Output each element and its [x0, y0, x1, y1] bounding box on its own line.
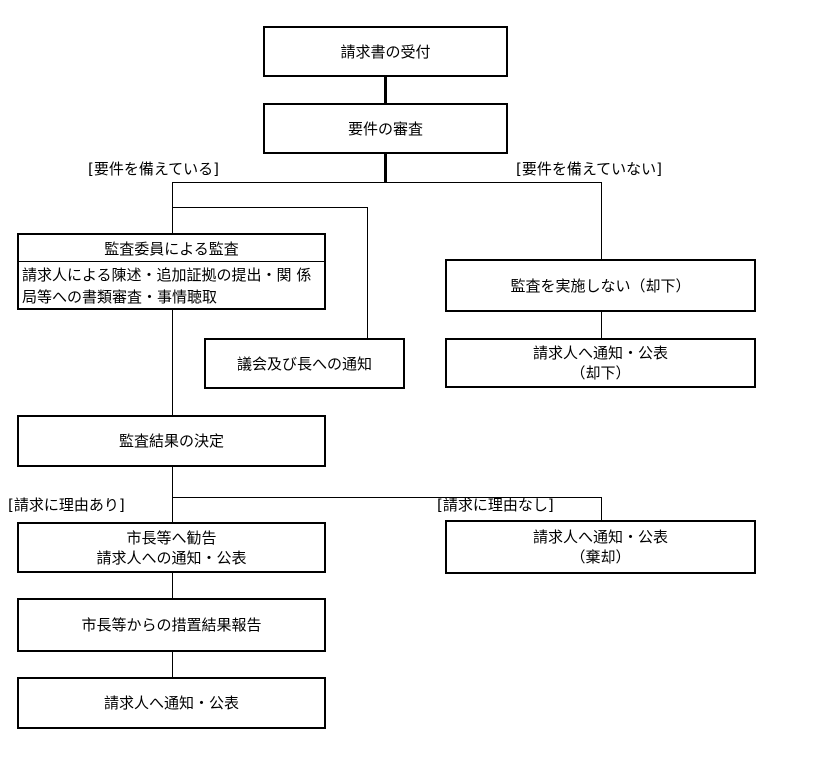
branch-label-claim-no-grounds: [請求に理由なし] — [437, 496, 554, 514]
connector-no-audit-to-notify — [601, 312, 602, 338]
connector-branch-assembly — [172, 207, 368, 208]
node-notify-claimant-dismissed-line2: （棄却） — [570, 548, 631, 566]
connector-review-down — [384, 154, 387, 183]
node-recommend-to-mayor-line1: 市長等へ勧告 — [126, 528, 217, 547]
node-mayor-action-report: 市長等からの措置結果報告 — [17, 598, 326, 652]
node-no-audit-rejected-label: 監査を実施しない（却下） — [510, 276, 691, 295]
connector-to-assembly-notice — [367, 207, 368, 338]
connector-report-to-notify-final — [172, 652, 173, 677]
connector-recommend-to-report — [172, 573, 173, 598]
node-assembly-mayor-notice: 議会及び長への通知 — [204, 338, 405, 389]
node-claim-receipt: 請求書の受付 — [263, 26, 508, 77]
node-recommend-to-mayor-line2: 請求人への通知・公表 — [96, 548, 247, 567]
connector-branch-grounds — [172, 497, 602, 498]
node-notify-claimant-rejected-line1: 請求人へ通知・公表 — [532, 344, 668, 362]
node-audit-detail-line1: 請求人による陳述・追加証拠の提出・関 — [22, 266, 292, 284]
connector-to-no-audit — [601, 182, 602, 259]
node-requirements-review: 要件の審査 — [263, 103, 508, 154]
node-no-audit-rejected: 監査を実施しない（却下） — [445, 259, 756, 312]
connector-to-notify-dismissal — [601, 497, 602, 520]
connector-receipt-to-review — [384, 77, 387, 103]
node-mayor-action-report-label: 市長等からの措置結果報告 — [81, 616, 262, 634]
branch-label-not-meets-requirements: [要件を備えていない] — [516, 160, 662, 178]
connector-decision-to-recommend — [172, 467, 173, 522]
node-recommend-to-mayor: 市長等へ勧告 請求人への通知・公表 — [17, 522, 326, 573]
branch-label-meets-requirements: [要件を備えている] — [88, 160, 219, 178]
node-requirements-review-label: 要件の審査 — [347, 119, 423, 138]
node-notify-claimant-dismissed: 請求人へ通知・公表 （棄却） — [445, 520, 756, 574]
branch-label-claim-has-grounds: [請求に理由あり] — [8, 496, 125, 514]
node-audit-header: 監査委員による監査 — [19, 235, 324, 262]
node-audit-header-label: 監査委員による監査 — [104, 239, 239, 258]
node-notify-claimant-dismissed-line1: 請求人へ通知・公表 — [532, 528, 668, 546]
node-audit-detail-line2: 係局等への書類審査・事情聴取 — [22, 266, 312, 306]
node-audit-by-commissioners: 監査委員による監査 請求人による陳述・追加証拠の提出・関 係局等への書類審査・事… — [17, 233, 326, 310]
node-audit-result-decision: 監査結果の決定 — [17, 415, 326, 467]
node-notify-claimant-final-label: 請求人へ通知・公表 — [103, 694, 239, 712]
connector-branch-requirements — [172, 182, 602, 183]
connector-audit-to-decision — [172, 310, 173, 415]
node-claim-receipt-label: 請求書の受付 — [340, 42, 431, 61]
node-notify-claimant-rejected: 請求人へ通知・公表 （却下） — [445, 338, 756, 388]
node-assembly-mayor-notice-label: 議会及び長への通知 — [236, 354, 372, 373]
node-audit-detail: 請求人による陳述・追加証拠の提出・関 係局等への書類審査・事情聴取 — [19, 262, 324, 310]
node-notify-claimant-final: 請求人へ通知・公表 — [17, 677, 326, 729]
node-notify-claimant-rejected-line2: （却下） — [570, 364, 631, 382]
node-audit-result-decision-label: 監査結果の決定 — [118, 432, 224, 450]
